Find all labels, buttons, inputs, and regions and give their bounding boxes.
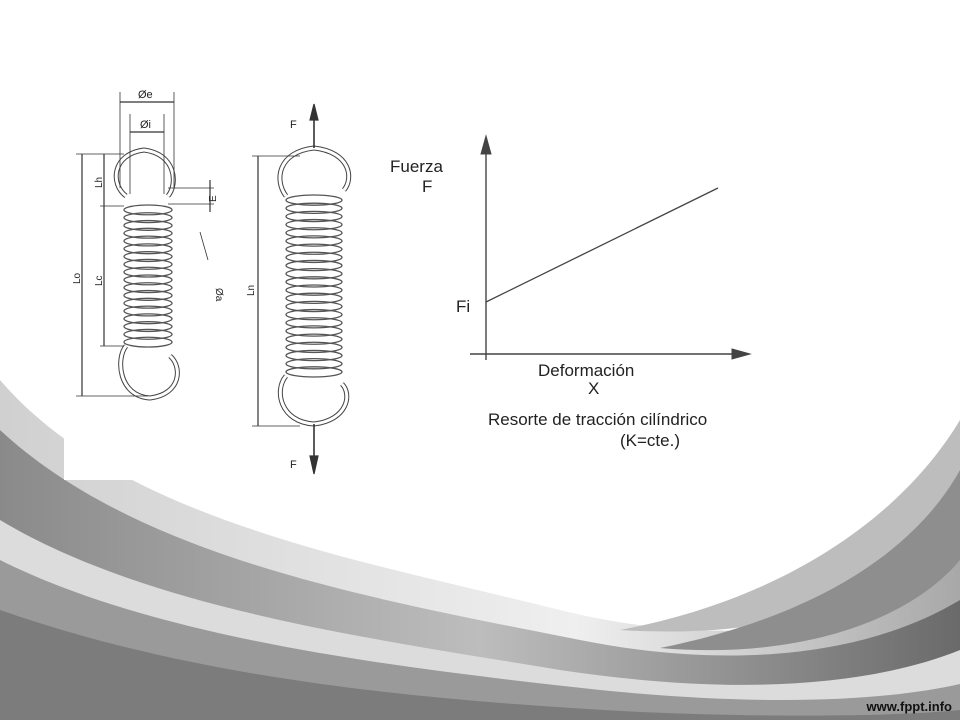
spring-coil bbox=[285, 235, 343, 247]
spring-coil bbox=[285, 202, 343, 215]
spring-coil bbox=[285, 267, 343, 280]
spring-coil bbox=[285, 284, 343, 296]
spring-coil bbox=[285, 308, 343, 321]
x-axis-label: Deformación bbox=[538, 361, 634, 380]
x-axis-arrow bbox=[731, 348, 752, 360]
spring-coil bbox=[285, 251, 343, 264]
y-axis-arrow bbox=[480, 134, 492, 155]
spring-coil bbox=[123, 321, 173, 333]
y-axis-label: Fuerza bbox=[390, 157, 443, 176]
spring-coil bbox=[285, 300, 343, 313]
footer-url: www.fppt.info bbox=[866, 699, 952, 714]
body-length-label: Lc bbox=[94, 275, 105, 286]
graph-caption-formula: (K=cte.) bbox=[620, 431, 680, 450]
spring-coil bbox=[285, 276, 343, 288]
spring-coil bbox=[123, 251, 173, 263]
spring-coil bbox=[123, 227, 173, 239]
hook-length-label: Lh bbox=[94, 177, 105, 188]
inner-diameter-label: Øi bbox=[140, 119, 151, 131]
spring-coil bbox=[285, 357, 343, 370]
spring-coil bbox=[285, 218, 343, 231]
spring-coil bbox=[123, 219, 173, 231]
spring-coil bbox=[123, 274, 173, 286]
hook-gap-label: E bbox=[208, 195, 219, 202]
spring-coil bbox=[123, 204, 173, 216]
extended-length-label: Ln bbox=[246, 285, 257, 296]
spring-coil bbox=[123, 266, 173, 278]
spring-coil bbox=[285, 227, 343, 239]
spring-coil bbox=[285, 366, 343, 378]
outer-diameter-label: Øe bbox=[138, 89, 153, 101]
spring-coil bbox=[285, 292, 343, 305]
spring-coil bbox=[123, 258, 173, 270]
total-length-label: Lo bbox=[72, 272, 83, 284]
intercept-label: Fi bbox=[456, 297, 470, 316]
spring-drawing: Øe Øi Lo Lh Lc E Øa Ln F F bbox=[64, 84, 358, 480]
spring-coil bbox=[285, 333, 343, 345]
force-line bbox=[485, 187, 719, 303]
spring-coil bbox=[123, 235, 173, 247]
force-bottom-label: F bbox=[290, 459, 297, 471]
spring-coil bbox=[285, 325, 343, 337]
spring-coil bbox=[123, 305, 173, 317]
spring-coil bbox=[285, 194, 343, 206]
spring-coil bbox=[285, 349, 343, 362]
force-deformation-graph: Fuerza F Fi Deformación X Resorte de tra… bbox=[384, 126, 789, 459]
spring-coil bbox=[123, 289, 173, 301]
spring-coil bbox=[285, 317, 343, 329]
spring-coil bbox=[123, 297, 173, 309]
spring-coil bbox=[123, 282, 173, 294]
spring-coil bbox=[123, 313, 173, 325]
spring-coil bbox=[285, 210, 343, 223]
spring-coil bbox=[123, 328, 173, 340]
spring-coil bbox=[123, 243, 173, 255]
y-axis-symbol: F bbox=[422, 177, 432, 196]
x-axis-symbol: X bbox=[588, 379, 599, 398]
spring-coil bbox=[123, 212, 173, 224]
spring-coil bbox=[285, 341, 343, 354]
spring-coil bbox=[285, 243, 343, 255]
spring-coil bbox=[123, 336, 173, 348]
spring-coil bbox=[285, 259, 343, 272]
force-top-label: F bbox=[290, 119, 297, 131]
wire-diameter-label: Øa bbox=[213, 288, 224, 302]
graph-caption: Resorte de tracción cilíndrico bbox=[488, 410, 707, 429]
